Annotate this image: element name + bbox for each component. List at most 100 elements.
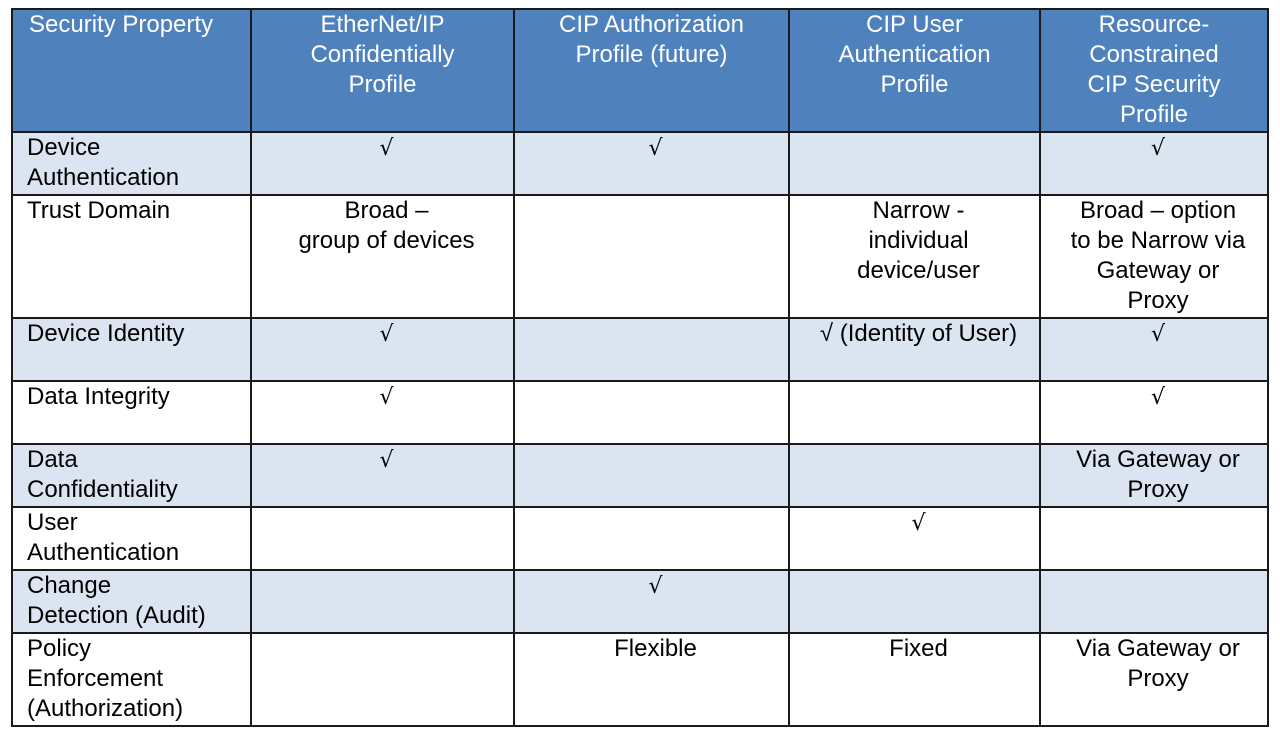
cell-line: Proxy (1127, 665, 1189, 692)
checkmark-icon: √ (379, 448, 394, 473)
cell-line: device/user (857, 257, 980, 284)
table-row-device-authentication: Device Authentication √ √ √ (11, 131, 1269, 196)
table-row-data-integrity: Data Integrity √ √ (11, 380, 1269, 445)
property-line: (Authorization) (27, 695, 184, 722)
header-security-property: Security Property (11, 8, 252, 133)
value-cell (513, 506, 790, 571)
property-line: Confidentiality (27, 476, 178, 503)
checkmark-icon: √ (379, 322, 394, 347)
value-cell: Via Gateway or Proxy (1039, 443, 1269, 508)
property-cell: Data Integrity (11, 380, 252, 445)
header-line: Profile (880, 71, 949, 98)
value-cell (250, 569, 515, 634)
value-cell (788, 443, 1041, 508)
cell-line: Proxy (1127, 476, 1189, 503)
value-cell (513, 317, 790, 382)
value-cell: Broad – option to be Narrow via Gateway … (1039, 194, 1269, 319)
checkmark-icon: √ (648, 136, 663, 161)
cell-line: Gateway or (1096, 257, 1220, 284)
property-cell: Device Identity (11, 317, 252, 382)
property-line: Change (27, 572, 112, 599)
value-cell: Flexible (513, 632, 790, 727)
value-cell (513, 443, 790, 508)
cell-line: Via Gateway or (1076, 446, 1240, 473)
value-cell (513, 380, 790, 445)
value-cell: √ (788, 506, 1041, 571)
value-cell: √ (250, 131, 515, 196)
value-cell: √ (250, 443, 515, 508)
table-row-policy-enforcement: Policy Enforcement (Authorization) Flexi… (11, 632, 1269, 727)
header-line: Profile (348, 71, 417, 98)
property-line: Policy (27, 635, 92, 662)
value-cell: Broad – group of devices (250, 194, 515, 319)
header-cip-user-authentication: CIP User Authentication Profile (788, 8, 1041, 133)
property-cell: Trust Domain (11, 194, 252, 319)
property-line: Authentication (27, 539, 180, 566)
property-cell: User Authentication (11, 506, 252, 571)
checkmark-icon: √ (379, 136, 394, 161)
property-line: Trust Domain (27, 197, 171, 224)
value-cell: √ (1039, 131, 1269, 196)
cell-line: group of devices (298, 227, 475, 254)
header-row: Security Property EtherNet/IP Confidenti… (11, 8, 1269, 133)
header-line: Resource- (1098, 11, 1210, 38)
value-cell: √ (250, 380, 515, 445)
table-row-trust-domain: Trust Domain Broad – group of devices Na… (11, 194, 1269, 319)
value-cell: √ (250, 317, 515, 382)
property-cell: Policy Enforcement (Authorization) (11, 632, 252, 727)
checkmark-icon: √ (1150, 322, 1166, 347)
cell-line: Via Gateway or (1076, 635, 1240, 662)
value-cell: √ (513, 569, 790, 634)
value-cell (788, 569, 1041, 634)
cell-text: Flexible (614, 635, 697, 662)
header-line: Constrained (1089, 41, 1219, 68)
property-cell: Change Detection (Audit) (11, 569, 252, 634)
checkmark-icon: √ (379, 385, 394, 410)
checkmark-icon: √ (1150, 136, 1166, 161)
value-cell (1039, 506, 1269, 571)
property-line: Enforcement (27, 665, 164, 692)
value-cell: √ (513, 131, 790, 196)
value-cell: Narrow - individual device/user (788, 194, 1041, 319)
table-row-change-detection: Change Detection (Audit) √ (11, 569, 1269, 634)
cell-text: √ (Identity of User) (819, 320, 1018, 347)
property-line: Detection (Audit) (27, 602, 206, 629)
cell-line: Broad – option (1079, 197, 1237, 224)
property-line: Authentication (27, 164, 180, 191)
header-line: Security Property (29, 11, 214, 38)
property-line: Data Integrity (27, 383, 170, 410)
value-cell: √ (1039, 317, 1269, 382)
header-line: Profile (future) (575, 41, 728, 68)
header-line: Authentication (838, 41, 991, 68)
header-line: EtherNet/IP (320, 11, 445, 38)
property-cell: Data Confidentiality (11, 443, 252, 508)
table-row-device-identity: Device Identity √ √ (Identity of User) √ (11, 317, 1269, 382)
value-cell (250, 632, 515, 727)
property-line: Device Identity (27, 320, 185, 347)
cell-line: Broad – (344, 197, 429, 224)
cell-line: to be Narrow via (1070, 227, 1246, 254)
header-ethernet-ip-confidentiality: EtherNet/IP Confidentially Profile (250, 8, 515, 133)
value-cell (788, 380, 1041, 445)
security-profile-table: Security Property EtherNet/IP Confidenti… (11, 8, 1269, 727)
table-row-user-authentication: User Authentication √ (11, 506, 1269, 571)
header-line: Confidentially (310, 41, 455, 68)
value-cell (788, 131, 1041, 196)
header-resource-constrained: Resource- Constrained CIP Security Profi… (1039, 8, 1269, 133)
checkmark-icon: √ (1150, 385, 1166, 410)
cell-text: Fixed (889, 635, 948, 662)
cell-line: Proxy (1127, 287, 1189, 314)
value-cell: √ (Identity of User) (788, 317, 1041, 382)
value-cell (250, 506, 515, 571)
checkmark-icon: √ (911, 511, 926, 536)
header-cip-authorization: CIP Authorization Profile (future) (513, 8, 790, 133)
value-cell: √ (1039, 380, 1269, 445)
header-line: CIP User (866, 11, 963, 38)
value-cell: Via Gateway or Proxy (1039, 632, 1269, 727)
header-line: CIP Security (1087, 71, 1221, 98)
property-line: Device (27, 134, 101, 161)
table-row-data-confidentiality: Data Confidentiality √ Via Gateway or Pr… (11, 443, 1269, 508)
header-line: CIP Authorization (558, 11, 744, 38)
value-cell (513, 194, 790, 319)
property-line: Data (27, 446, 78, 473)
